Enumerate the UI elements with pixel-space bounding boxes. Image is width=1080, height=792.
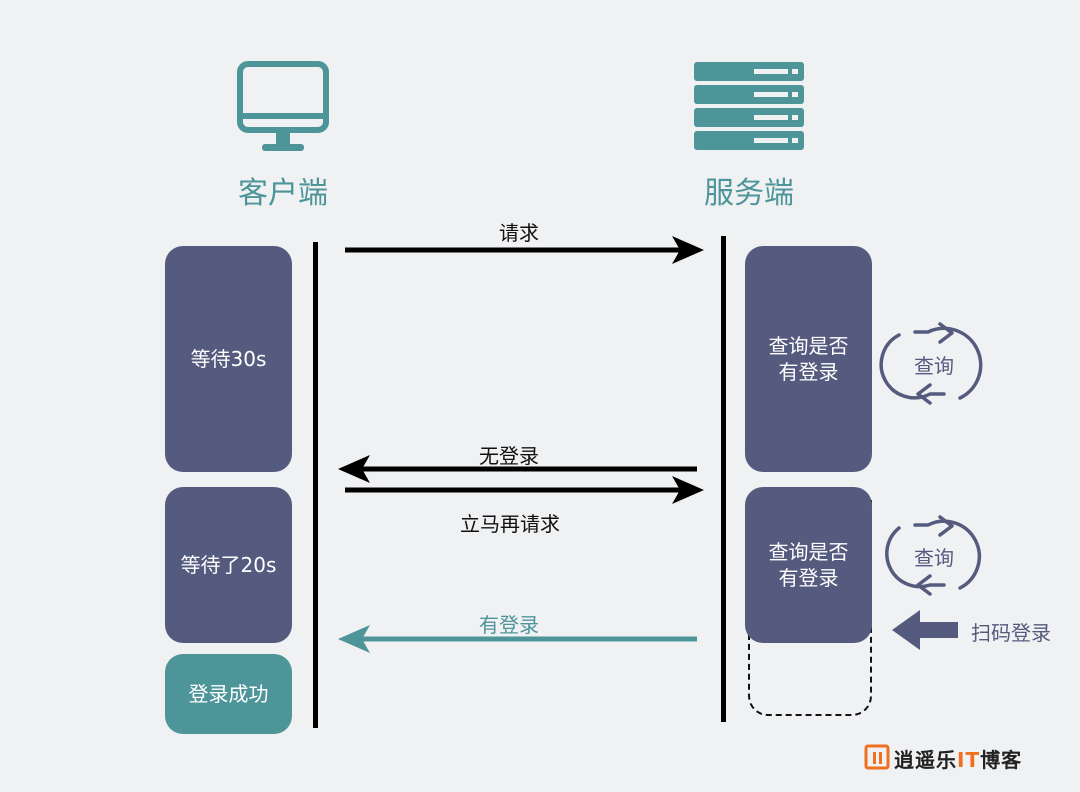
no-login-arrow: [338, 455, 697, 483]
server-box-line: 查询是否: [768, 334, 849, 358]
scan-login-arrow: [892, 610, 958, 650]
loop-label: 查询: [914, 546, 954, 570]
server-box-line: 有登录: [778, 360, 839, 384]
re-request-arrow: [345, 476, 704, 504]
scan-login-label: 扫码登录: [971, 621, 1051, 645]
request-label: 请求: [499, 221, 539, 245]
re-request-label: 立马再请求: [460, 512, 560, 536]
client-box-wait-20s: 等待了20s: [165, 487, 292, 643]
brand-prefix: 逍遥乐: [894, 748, 957, 772]
server-title: 服务端: [704, 176, 794, 211]
server-box-line: 查询是否: [768, 540, 849, 564]
brand-suffix: 博客: [980, 748, 1023, 772]
client-box-login-success: 登录成功: [165, 654, 292, 734]
server-box-query-2: 查询是否 有登录: [745, 487, 872, 643]
server-box-query-1: 查询是否 有登录: [745, 246, 872, 472]
loop-icon: [879, 322, 983, 405]
has-login-arrow: [338, 625, 697, 653]
brand-logo-icon: [864, 744, 890, 770]
client-lifeline: [313, 242, 318, 728]
loop-label: 查询: [914, 354, 954, 378]
client-title: 客户端: [238, 176, 328, 211]
loop-icon: [885, 515, 982, 596]
server-box-line: 有登录: [778, 566, 839, 590]
server-lifeline: [721, 236, 726, 722]
request-arrow: [345, 236, 704, 264]
client-box-wait-30s: 等待30s: [165, 246, 292, 472]
client-box-label: 等待了20s: [180, 553, 277, 577]
no-login-label: 无登录: [479, 444, 539, 468]
server-icon: [694, 62, 804, 150]
client-box-label: 登录成功: [188, 682, 269, 706]
brand-it: IT: [957, 748, 981, 772]
has-login-label: 有登录: [479, 613, 539, 637]
monitor-icon: [237, 61, 329, 151]
brand-watermark: 逍遥乐IT博客: [894, 744, 1022, 773]
client-box-label: 等待30s: [190, 347, 267, 371]
